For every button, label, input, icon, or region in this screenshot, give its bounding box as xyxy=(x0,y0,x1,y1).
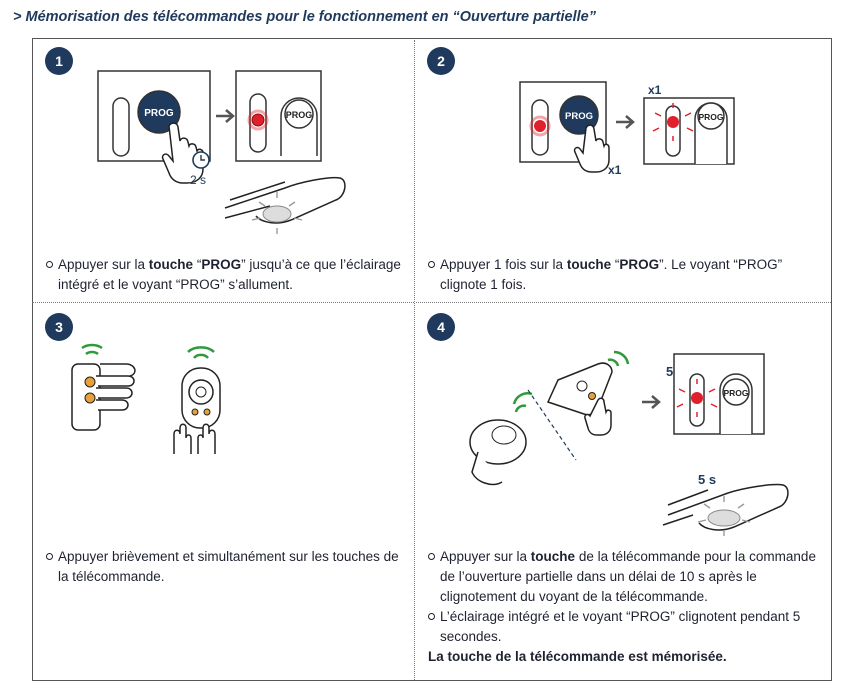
step-1-text: Appuyer sur la touche “PROG” jusqu’à ce … xyxy=(46,255,406,295)
column-divider xyxy=(414,40,415,680)
x1-label-top: x1 xyxy=(648,83,662,97)
prog-label: PROG xyxy=(565,111,593,122)
step-3-badge: 3 xyxy=(45,313,73,341)
row-divider-right xyxy=(416,302,831,303)
prog-label-2: PROG xyxy=(698,112,723,122)
arrow-right-icon xyxy=(216,109,235,123)
step-4-badge: 4 xyxy=(427,313,455,341)
step-2-illustration: PROG x1 x1 PROG xyxy=(519,81,735,177)
step-2-badge: 2 xyxy=(427,47,455,75)
frame-top-border xyxy=(32,38,832,40)
wave-icon xyxy=(187,346,215,359)
bullet-icon xyxy=(46,261,53,268)
step-4-conclusion: La touche de la télécommande est mémoris… xyxy=(428,649,727,664)
step-4-illustration: 5 s PROG 5 s xyxy=(469,350,789,536)
x1-label: x1 xyxy=(608,163,622,177)
step-4-text: Appuyer sur la touche de la télécommande… xyxy=(428,547,820,667)
frame-right-border xyxy=(831,38,833,681)
step-3-text: Appuyer brièvement et simultanément sur … xyxy=(46,547,406,587)
step-2-text: Appuyer 1 fois sur la touche “PROG”. Le … xyxy=(428,255,818,295)
step-1-badge: 1 xyxy=(45,47,73,75)
wave-icon xyxy=(81,343,103,356)
prog-label: PROG xyxy=(144,108,174,119)
frame-left-border xyxy=(32,38,34,681)
duration-label: 2 s xyxy=(190,173,206,187)
arrow-right-icon xyxy=(642,395,661,409)
bullet-icon xyxy=(428,613,435,620)
step-3-illustration xyxy=(71,343,221,454)
step-4-paragraph-2: L’éclairage intégré et le voyant “PROG” … xyxy=(428,607,820,647)
bullet-icon xyxy=(428,261,435,268)
section-title: > Mémorisation des télécommandes pour le… xyxy=(13,9,596,25)
frame-bottom-border xyxy=(32,680,832,682)
step-4-paragraph-1: Appuyer sur la touche de la télécommande… xyxy=(428,547,820,607)
arrow-right-icon xyxy=(616,115,635,129)
row-divider-left xyxy=(32,302,414,303)
bullet-icon xyxy=(428,553,435,560)
bullet-icon xyxy=(46,553,53,560)
prog-label-2: PROG xyxy=(286,110,313,120)
prog-label: PROG xyxy=(723,388,748,398)
five-seconds-label-2: 5 s xyxy=(698,472,716,487)
step-1-illustration: PROG 2 s PROG xyxy=(97,70,346,234)
